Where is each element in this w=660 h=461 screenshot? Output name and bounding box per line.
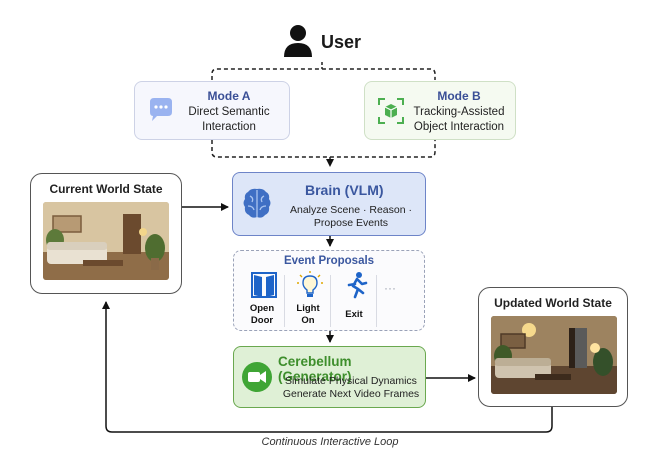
feedback-loop-arrow xyxy=(102,301,553,433)
event-label-line-1: Open xyxy=(249,303,275,314)
event-label-line-2: Door xyxy=(250,315,274,326)
living-room-image xyxy=(43,202,169,280)
current-world-title: Current World State xyxy=(49,182,163,196)
mode-b-box: Mode B Tracking-Assisted Object Interact… xyxy=(364,81,516,140)
event-exit: Exit xyxy=(334,271,374,320)
continuous-loop-label: Continuous Interactive Loop xyxy=(261,436,399,448)
cerebellum-generator-box: Cerebellum (Generator) Simulate Physical… xyxy=(233,346,426,408)
tracking-cube-icon xyxy=(378,98,404,124)
user-label: User xyxy=(321,32,362,52)
event-open-door: Open Door xyxy=(242,271,282,326)
mode-a-desc-line-2: Interaction xyxy=(202,121,256,133)
chat-bubble-icon xyxy=(150,98,172,121)
modes-to-brain-dashed-bracket xyxy=(211,140,436,158)
event-separator xyxy=(330,275,331,327)
updated-world-state-box: Updated World State xyxy=(478,287,628,407)
mode-a-desc-line-1: Direct Semantic xyxy=(188,106,270,118)
event-light-on: Light On xyxy=(288,271,328,326)
lightbulb-icon xyxy=(297,271,323,297)
event-label-line-1: Light xyxy=(296,303,320,314)
mode-b-desc-line-2: Object Interaction xyxy=(413,121,505,133)
running-person-icon xyxy=(347,272,368,299)
cerebellum-desc-line-1: Simulate Physical Dynamics xyxy=(285,375,417,387)
event-separator xyxy=(284,275,285,327)
event-proposals-title: Event Proposals xyxy=(283,255,375,267)
mode-b-title: Mode B xyxy=(437,89,481,103)
cerebellum-desc-line-2: Generate Next Video Frames xyxy=(282,388,420,400)
cerebellum-title: Cerebellum (Generator) xyxy=(278,354,352,384)
updated-living-room-image xyxy=(491,316,617,394)
mode-a-title: Mode A xyxy=(207,89,251,103)
door-icon xyxy=(251,272,277,298)
brain-title: Brain (VLM) xyxy=(305,182,384,198)
user-node: User xyxy=(283,22,373,62)
user-to-modes-dashed-bracket xyxy=(211,68,436,80)
current-world-state-box: Current World State xyxy=(30,173,182,294)
brain-vlm-box: Brain (VLM) Analyze Scene · Reason · Pro… xyxy=(232,172,426,236)
mode-b-desc-line-1: Tracking-Assisted xyxy=(413,106,505,118)
updated-world-title: Updated World State xyxy=(494,296,612,310)
person-icon xyxy=(284,25,312,57)
brain-desc-line-2: Propose Events xyxy=(313,217,389,229)
event-more-ellipsis: ··· xyxy=(384,281,396,295)
event-label-line-1: Exit xyxy=(345,309,363,320)
event-label-line-2: On xyxy=(301,315,315,326)
brain-icon xyxy=(243,188,271,218)
brain-desc-line-1: Analyze Scene · Reason · xyxy=(290,204,412,216)
event-proposals-box: Event Proposals Open Door Light On Exit … xyxy=(233,250,425,331)
event-separator xyxy=(376,275,377,327)
mode-a-box: Mode A Direct Semantic Interaction xyxy=(134,81,290,140)
video-camera-icon xyxy=(242,362,272,392)
